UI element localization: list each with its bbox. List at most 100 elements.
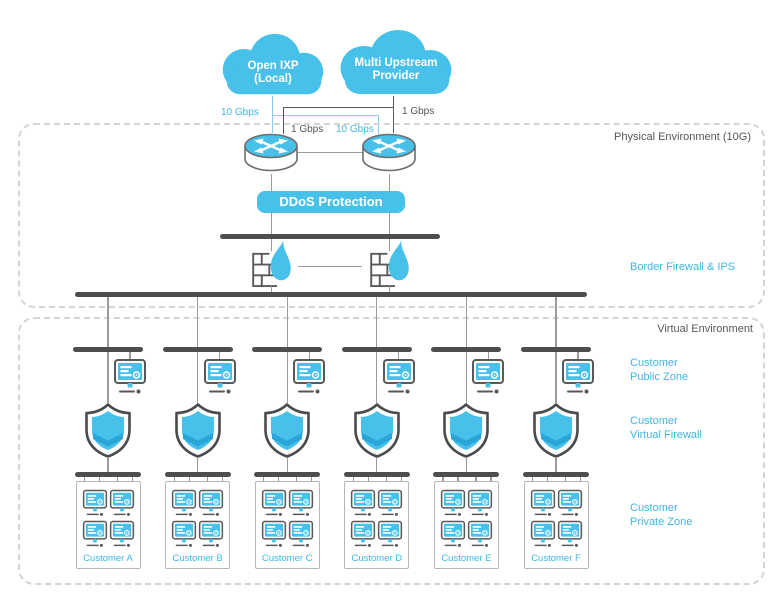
private-zone-label-line: Private Zone [630,516,693,528]
cloud-icon [222,33,324,95]
private-zone-label: Customer Private Zone [630,501,692,529]
border-firewall-label: Border Firewall & IPS [630,261,736,273]
vm-icon [114,359,146,394]
connector-line [388,239,390,251]
private-vm [350,520,376,548]
connector-tick [352,476,355,482]
connector-line [376,458,378,472]
connector-line [270,174,272,191]
public-zone-bus-bar [162,347,233,352]
vm-icon [557,489,582,516]
flame-icon [270,240,291,281]
private-vm [171,520,197,548]
private-vm [530,520,556,548]
firewall-right [369,239,414,289]
private-vm [467,489,493,517]
private-zone-bus-bar [164,472,231,477]
connector-line [107,458,109,472]
vm-icon [288,520,313,547]
private-zone-box: Customer C [254,481,320,569]
connector-tick [296,476,298,482]
connector-line [286,458,288,472]
cloud-label-line: Multi Upstream [354,57,438,70]
private-zone-box: Customer B [165,481,231,569]
private-zone-bus-bar [75,472,141,477]
connector-line [308,351,310,359]
private-vm [82,489,108,517]
customer-virtual-firewall [353,403,401,458]
customer-column: Customer B [153,297,243,577]
customer-column: Customer E [421,297,511,577]
connector-tick [263,476,265,482]
connector-line [196,458,199,472]
public-zone-bus-bar [73,347,143,352]
connector-line [286,297,288,347]
link-label-1gbps-mid: 1 Gbps [291,124,324,135]
public-zone-bus-bar [252,347,323,352]
virtual-firewall-label-line: Virtual Firewall [630,429,702,441]
customer-virtual-firewall [532,403,580,458]
virtual-firewall-label-line: Customer [630,415,678,427]
physical-environment-box [18,123,765,308]
private-vm [261,520,287,548]
customer-column: Customer D [332,297,422,577]
customer-label: Customer C [261,553,313,564]
vm-icon [530,489,555,516]
private-zone-bus-bar [433,472,500,477]
cloud-label-line: Open IXP [247,59,299,72]
connector-line [286,351,288,403]
vm-icon [440,489,465,516]
virtual-environment-box [18,317,765,585]
customer-column: Customer A [63,297,153,577]
vm-icon [261,489,286,516]
firewall-brick-icon [252,252,279,288]
customer-column: Customer F [511,297,601,577]
connector-line [398,351,400,359]
shield-icon [443,403,490,458]
virtual-environment-label: Virtual Environment [657,323,753,335]
shield-icon [264,403,310,458]
customer-virtual-firewall [442,403,490,458]
vm-icon [109,520,134,547]
physical-environment-label: Physical Environment (10G) [614,131,751,143]
private-vm [198,520,224,548]
link-label-1gbps-right: 1 Gbps [402,106,435,117]
vm-icon [467,520,492,547]
router-icon [244,133,298,172]
connector-tick [547,476,549,482]
connector-tick [457,476,459,482]
private-vm [440,489,466,517]
connector-tick [221,476,223,482]
connector-line [270,239,272,251]
private-vm [171,489,197,517]
connector-line [129,351,131,359]
connector-tick [173,476,175,482]
public-zone-bus-bar [431,347,502,352]
connector-tick [400,476,403,482]
vm-icon [467,489,492,516]
connector-line [107,351,109,403]
cloud-label-line: Provider [372,70,420,83]
public-vm [292,358,326,395]
private-vm [350,489,376,517]
connector-line [218,351,221,359]
public-zone-label: Customer Public Zone [630,356,688,384]
connector-tick [188,476,190,482]
cloud-open-ixp: Open IXP (Local) [215,32,331,98]
customer-label: Customer F [531,553,581,564]
connector-tick [278,476,280,482]
private-vm [82,520,108,548]
router-left [243,131,299,175]
connector-tick [99,476,101,482]
flame-icon [388,240,409,281]
connector-line [555,458,557,472]
private-zone-box: Customer F [523,481,589,569]
customer-virtual-firewall [84,403,132,458]
cloud-label-line: (Local) [254,72,292,85]
private-vm [530,489,556,517]
distribution-bus-bar [75,292,587,297]
virtual-firewall-label: Customer Virtual Firewall [630,414,702,442]
shield-icon [533,403,579,458]
public-zone-label-line: Public Zone [630,371,689,383]
shield-icon [353,403,400,458]
